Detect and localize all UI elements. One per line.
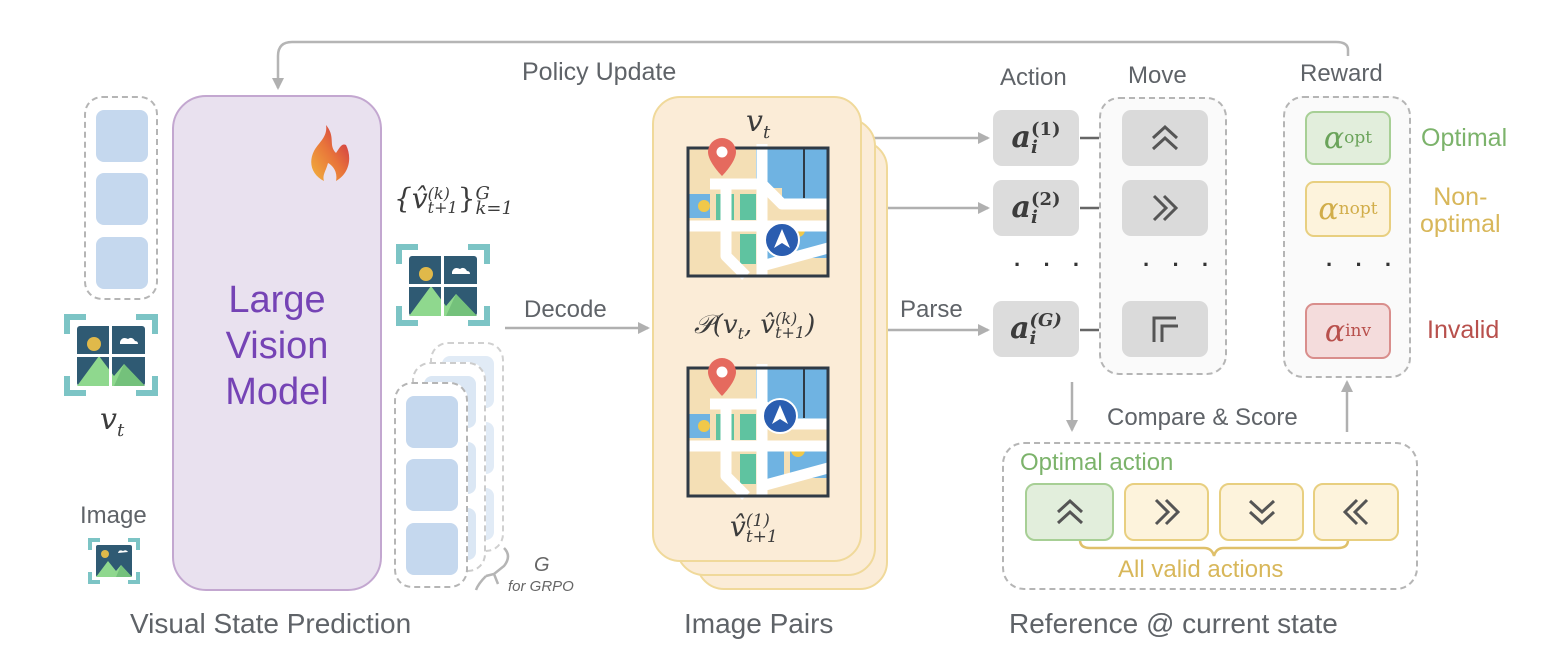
double-chevron-up-icon bbox=[1056, 498, 1083, 525]
pair-formula: 𝒫(vt, v̂(k)t+1) bbox=[694, 309, 816, 344]
group-size-label: G bbox=[534, 554, 550, 576]
double-chevron-right-icon bbox=[1152, 194, 1179, 222]
reward-optimal-label: Optimal bbox=[1421, 124, 1508, 152]
reference-title: Reference @ current state bbox=[1009, 608, 1338, 639]
action-symbol: a(2)i bbox=[1011, 188, 1061, 228]
reward-non-optimal-label: Non- optimal bbox=[1420, 183, 1501, 238]
group-brace bbox=[474, 547, 510, 591]
double-chevron-left-icon bbox=[1342, 498, 1369, 526]
action-box: a(2)i bbox=[993, 180, 1079, 236]
image-pairs-title: Image Pairs bbox=[684, 608, 834, 639]
reference-action-optimal bbox=[1025, 483, 1114, 541]
predicted-state-label: v̂(1)t+1 bbox=[730, 510, 778, 547]
action-box: a(G)i bbox=[993, 301, 1079, 357]
input-image-icon bbox=[64, 314, 158, 396]
predicted-token bbox=[406, 459, 458, 511]
fire-icon bbox=[306, 123, 354, 183]
large-vision-model: Large Vision Model bbox=[172, 95, 382, 591]
reference-action-valid bbox=[1124, 483, 1209, 541]
move-header: Move bbox=[1128, 62, 1187, 89]
image-legend-label: Image bbox=[80, 502, 147, 529]
action-header: Action bbox=[1000, 64, 1067, 91]
policy-update-label: Policy Update bbox=[522, 58, 677, 86]
action-symbol: a(1)i bbox=[1011, 118, 1061, 158]
move-box bbox=[1122, 301, 1208, 357]
current-state-label: vt bbox=[746, 104, 771, 143]
parse-label: Parse bbox=[900, 296, 963, 323]
predicted-image-icon bbox=[396, 244, 490, 326]
image-pair-card: vt bbox=[652, 96, 862, 562]
visual-state-prediction-title: Visual State Prediction bbox=[130, 608, 412, 639]
move-box bbox=[1122, 110, 1208, 166]
move-box bbox=[1122, 180, 1208, 236]
optimal-action-label: Optimal action bbox=[1020, 449, 1174, 476]
reference-action-valid bbox=[1219, 483, 1304, 541]
action-box: a(1)i bbox=[993, 110, 1079, 166]
current-state-map-icon bbox=[686, 136, 830, 280]
reference-action-valid bbox=[1313, 483, 1399, 541]
valid-actions-brace bbox=[1078, 539, 1350, 557]
predicted-token bbox=[406, 396, 458, 448]
model-label: Large Vision Model bbox=[225, 279, 329, 413]
move-ellipsis: · · · bbox=[1143, 252, 1218, 277]
predicted-state-map-icon bbox=[686, 356, 830, 500]
predicted-token-group-front bbox=[394, 382, 468, 588]
input-token-column bbox=[84, 96, 158, 300]
image-legend-icon bbox=[88, 538, 140, 584]
compare-score-label: Compare & Score bbox=[1107, 404, 1298, 431]
predicted-token bbox=[406, 523, 458, 575]
input-token bbox=[96, 173, 148, 225]
group-size-sublabel: for GRPO bbox=[508, 578, 574, 595]
double-chevron-down-icon bbox=[1248, 499, 1275, 526]
corner-turn-icon bbox=[1152, 316, 1178, 342]
policy-update-arrow bbox=[272, 40, 1350, 90]
reference-panel bbox=[1002, 442, 1418, 590]
double-chevron-up-icon bbox=[1151, 124, 1179, 151]
decode-label: Decode bbox=[524, 296, 607, 323]
action-ellipsis: · · · bbox=[1014, 252, 1089, 277]
reward-header: Reward bbox=[1300, 60, 1383, 87]
all-valid-actions-label: All valid actions bbox=[1118, 556, 1284, 583]
reward-ellipsis: · · · bbox=[1326, 252, 1401, 277]
action-symbol: a(G)i bbox=[1010, 309, 1062, 349]
input-token bbox=[96, 237, 148, 289]
input-state-label: vt bbox=[100, 402, 125, 441]
double-chevron-right-icon bbox=[1154, 498, 1180, 526]
input-token bbox=[96, 110, 148, 162]
reward-invalid-label: Invalid bbox=[1427, 316, 1500, 344]
